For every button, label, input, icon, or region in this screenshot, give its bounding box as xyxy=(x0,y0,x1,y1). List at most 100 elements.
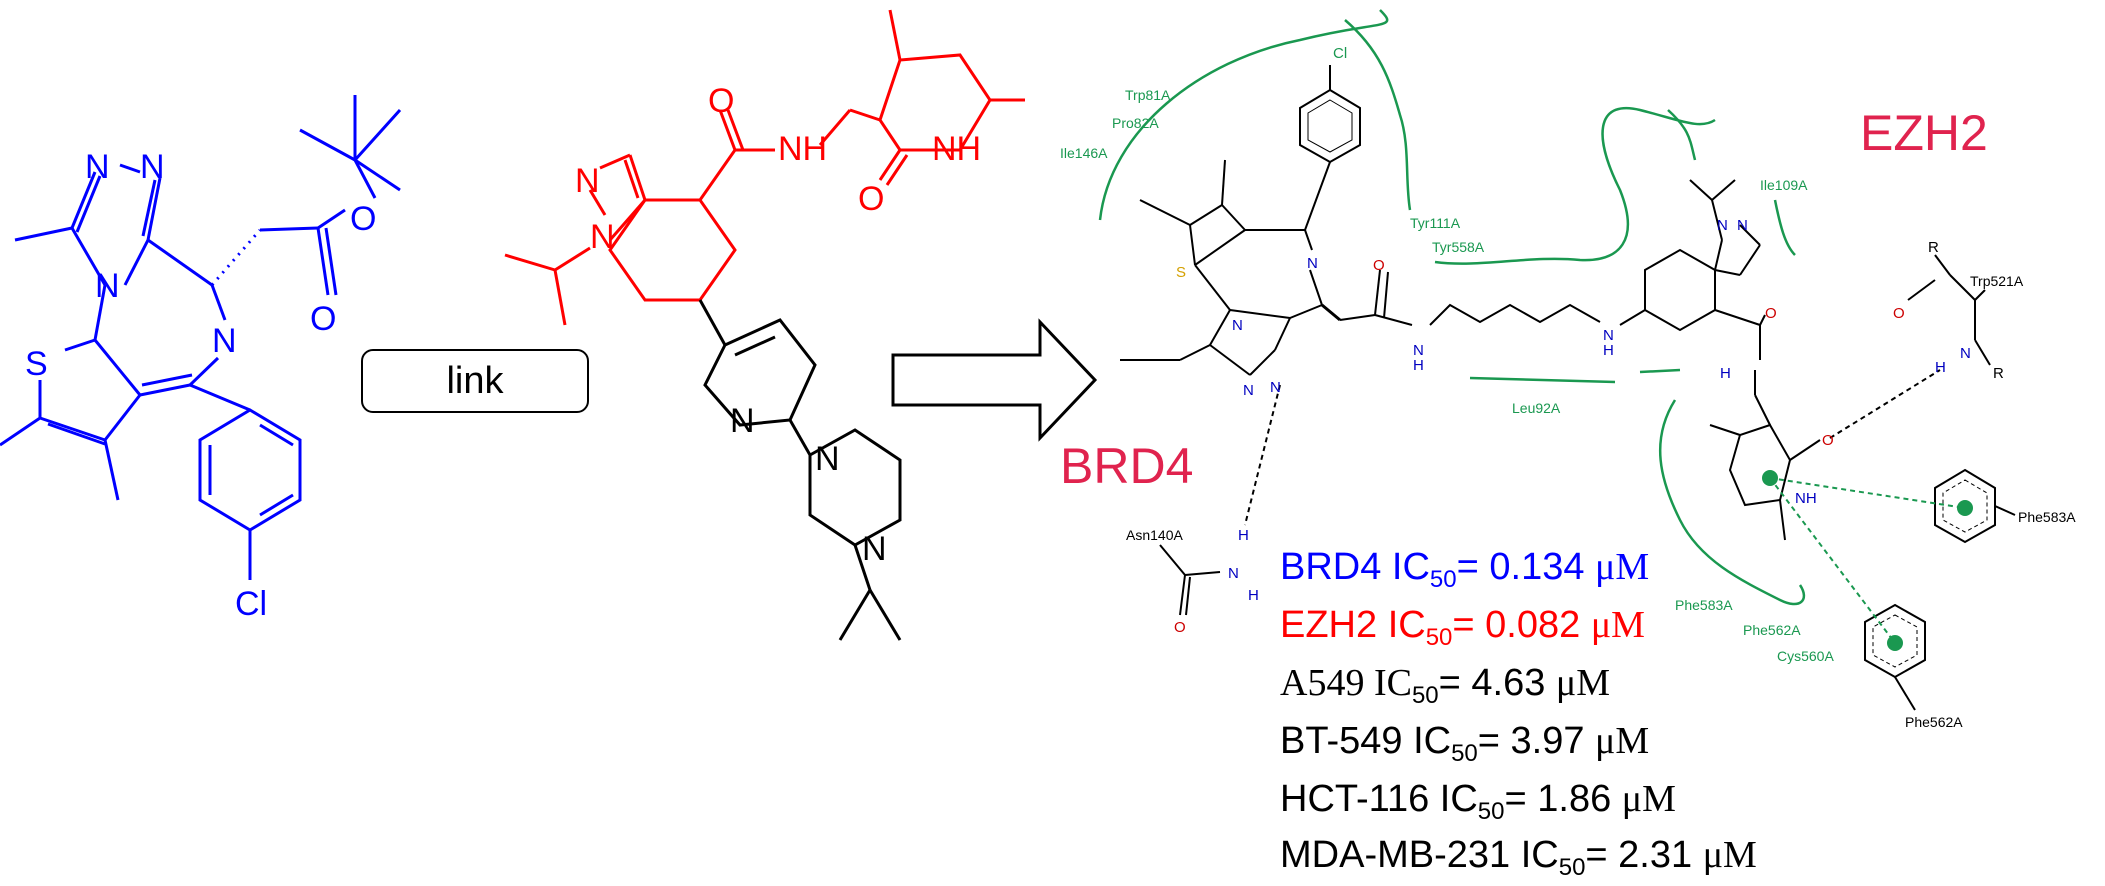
atom-n: N xyxy=(85,148,110,186)
ic50-subscript: 50 xyxy=(1429,566,1457,593)
atom-o: O xyxy=(858,180,884,218)
link-label-box: link xyxy=(361,349,589,413)
phe583-ring xyxy=(1934,468,2016,544)
atom-n: N xyxy=(1737,217,1748,234)
atom-n: N xyxy=(1717,217,1728,234)
atom-o: O xyxy=(1174,619,1186,636)
atom-n: H xyxy=(1720,365,1731,382)
atom-r: R xyxy=(1993,365,2004,382)
atom-o: O xyxy=(1765,305,1777,322)
atom-r: R xyxy=(1928,239,1939,256)
ic50-label: MDA-MB-231 IC xyxy=(1280,834,1559,876)
trp521-fragment xyxy=(1907,254,1991,366)
left-molecule xyxy=(0,95,402,580)
ic50-label: EZH2 IC xyxy=(1280,604,1426,646)
ic50-row: MDA-MB-231 IC50= 2.31 μM xyxy=(1280,836,1757,880)
ic50-unit: μM xyxy=(1621,778,1676,820)
atom-h: H xyxy=(1238,527,1249,544)
atom-n: N xyxy=(140,148,165,186)
atom-n: N xyxy=(1232,317,1243,334)
atom-o: O xyxy=(1893,305,1905,322)
atom-n: N xyxy=(95,267,120,305)
atom-n: N xyxy=(1243,382,1254,399)
atom-n: N xyxy=(1603,327,1614,344)
ic50-unit: μM xyxy=(1595,720,1650,762)
residue-label: Phe583A xyxy=(2018,509,2076,525)
atom-n: N xyxy=(1307,255,1318,272)
link-label: link xyxy=(446,359,504,402)
middle-molecule-black xyxy=(698,299,902,641)
atom-n: N xyxy=(815,440,840,478)
ic50-row: HCT-116 IC50= 1.86 μM xyxy=(1280,780,1676,824)
atom-s: S xyxy=(25,345,48,383)
residue-label: Asn140A xyxy=(1126,527,1183,543)
ic50-value: = 2.31 xyxy=(1585,834,1703,876)
ic50-row: BT-549 IC50= 3.97 μM xyxy=(1280,722,1649,766)
reaction-arrow xyxy=(891,318,1098,442)
atom-h: H xyxy=(1603,342,1614,359)
residue-label: Tyr558A xyxy=(1432,239,1485,255)
atom-n: N xyxy=(1228,565,1239,582)
ic50-label: HCT-116 IC xyxy=(1280,778,1478,820)
ic50-row: A549 IC50= 4.63 μM xyxy=(1280,664,1610,708)
residue-label: Cys560A xyxy=(1777,648,1834,664)
atom-n: N xyxy=(862,530,887,568)
residue-labels: Trp81A Pro82A Ile146A Tyr111A Tyr558A Il… xyxy=(1060,87,2076,730)
atom-h: H xyxy=(1248,587,1259,604)
ic50-subscript: 50 xyxy=(1477,798,1505,825)
ic50-row: BRD4 IC50= 0.134 μM xyxy=(1280,548,1649,592)
ic50-label: BT-549 IC xyxy=(1280,720,1452,762)
ic50-value: = 0.134 xyxy=(1456,546,1596,588)
atom-n: N xyxy=(1413,342,1424,359)
binding-pocket-outlines xyxy=(1098,9,1806,606)
atom-n: N xyxy=(590,218,615,256)
ic50-value: = 4.63 xyxy=(1438,662,1556,704)
ic50-label: BRD4 IC xyxy=(1280,546,1430,588)
ic50-value: = 1.86 xyxy=(1504,778,1622,820)
residue-label: Phe562A xyxy=(1743,622,1801,638)
ic50-row: EZH2 IC50= 0.082 μM xyxy=(1280,606,1645,650)
residue-label: Ile146A xyxy=(1060,145,1108,161)
ic50-unit: μM xyxy=(1590,604,1645,646)
interaction-lines xyxy=(1244,369,1966,644)
atom-o: O xyxy=(350,200,376,238)
ligand-skeleton xyxy=(1120,65,1821,541)
atom-nh: NH xyxy=(778,130,827,168)
atom-nh: NH xyxy=(1795,490,1817,507)
atom-n: N xyxy=(575,162,600,200)
atom-n: N xyxy=(1270,379,1281,396)
atom-n: N xyxy=(1960,345,1971,362)
residue-label: Trp81A xyxy=(1125,87,1171,103)
atom-h: H xyxy=(1935,359,1946,376)
ic50-label: A549 IC xyxy=(1280,662,1412,704)
ic50-value: = 0.082 xyxy=(1452,604,1591,646)
phe562-ring xyxy=(1864,603,1926,711)
ic50-subscript: 50 xyxy=(1411,682,1439,709)
atom-o: O xyxy=(310,300,336,338)
atom-n: N xyxy=(730,402,755,440)
right-diagram-atoms: Cl S N N N N O N H N H N N O H NH O R R … xyxy=(1174,45,2004,636)
atom-o: O xyxy=(708,82,734,120)
middle-molecule-red xyxy=(504,9,1025,326)
residue-label: Leu92A xyxy=(1512,400,1561,416)
left-molecule-atoms: N N N N O O S Cl xyxy=(25,148,376,623)
atom-o: O xyxy=(1822,432,1834,449)
atom-cl: Cl xyxy=(1333,45,1347,62)
target-label-ezh2: EZH2 xyxy=(1860,105,1988,161)
ic50-value: = 3.97 xyxy=(1477,720,1596,762)
atom-h: H xyxy=(1413,357,1424,374)
ic50-unit: μM xyxy=(1595,546,1650,588)
residue-label: Pro82A xyxy=(1112,115,1159,131)
residue-label: Phe583A xyxy=(1675,597,1733,613)
atom-cl: Cl xyxy=(235,585,267,623)
atom-n: N xyxy=(212,322,237,360)
residue-label: Phe562A xyxy=(1905,714,1963,730)
ic50-subscript: 50 xyxy=(1558,854,1586,881)
ic50-unit: μM xyxy=(1702,834,1757,876)
ic50-subscript: 50 xyxy=(1451,740,1478,767)
target-label-brd4: BRD4 xyxy=(1060,438,1193,494)
asn140-fragment xyxy=(1159,544,1221,616)
residue-label: Ile109A xyxy=(1760,177,1808,193)
residue-label: Tyr111A xyxy=(1410,215,1461,231)
